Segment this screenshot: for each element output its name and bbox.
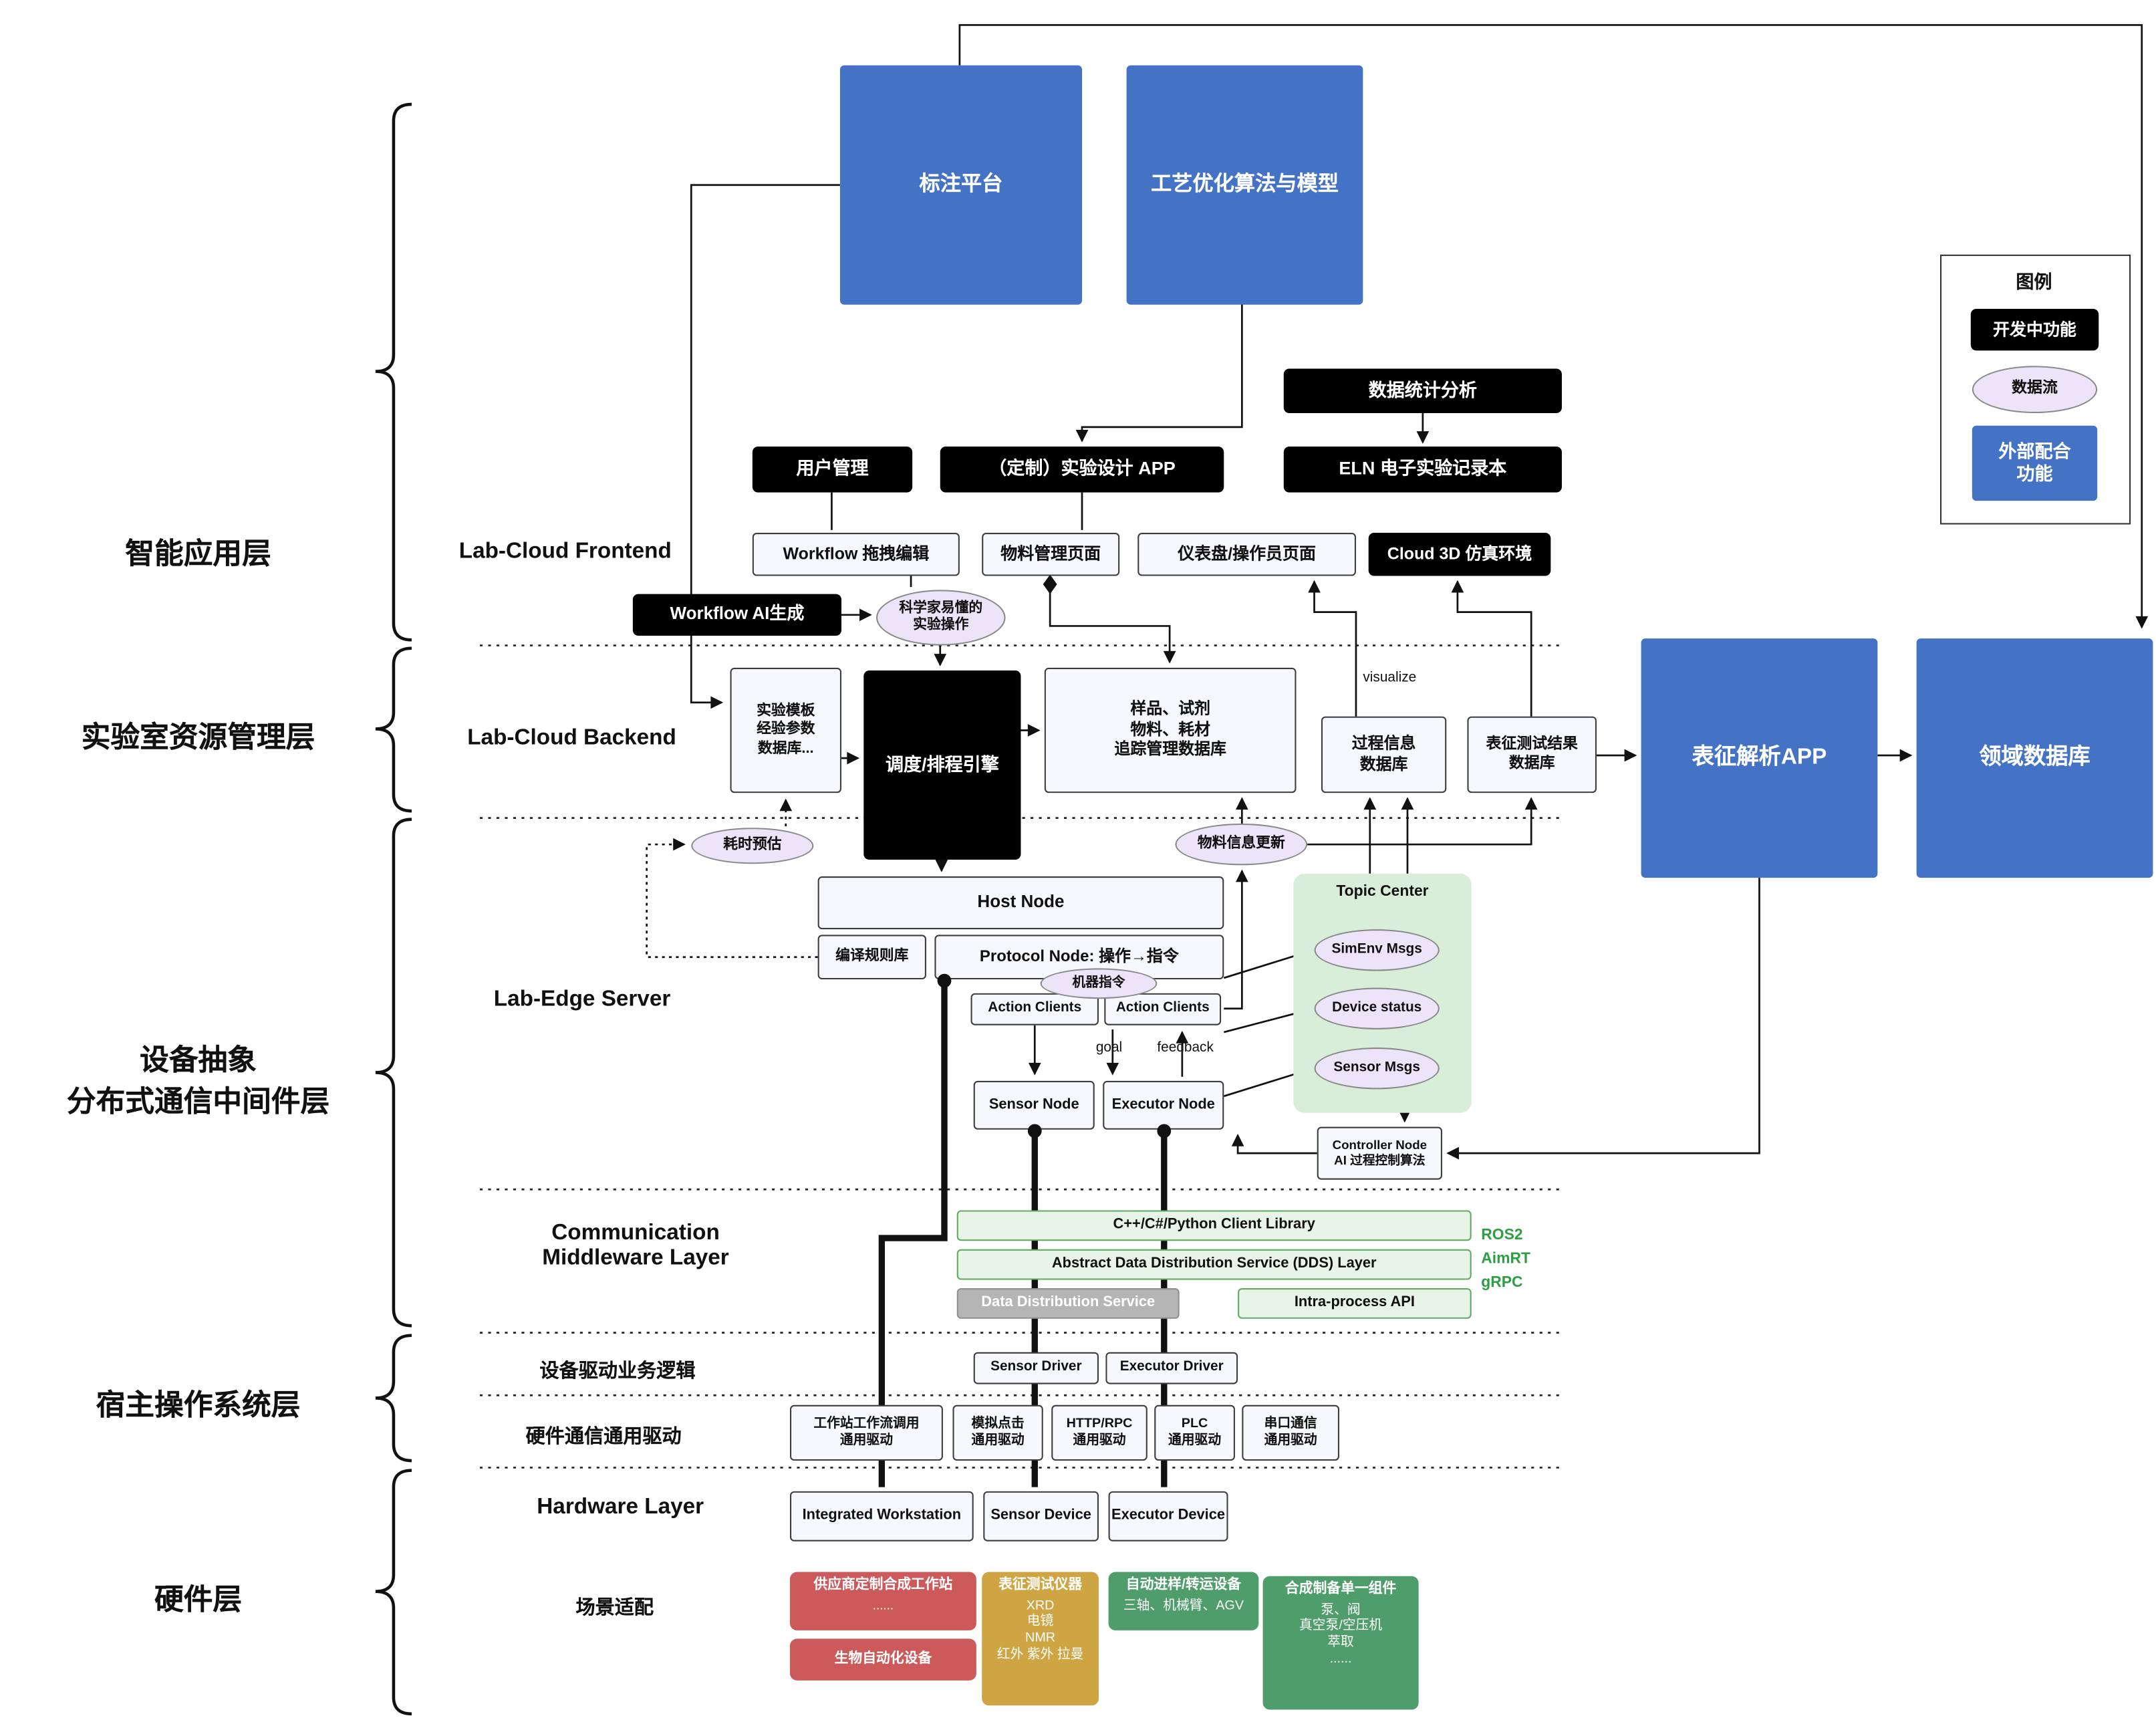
flow-sensor-msgs: Sensor Msgs (1314, 1047, 1440, 1090)
flow-machine-command: 机器指令 (1040, 968, 1158, 999)
synthesis-components-body: 泵、阀 真空泵/空压机 萃取 ...... (1299, 1602, 1383, 1667)
node-vendor-workstation: 供应商定制合成工作站 ...... (790, 1572, 976, 1630)
node-sample-tracking-db: 样品、试剂 物料、耗材 追踪管理数据库 (1044, 667, 1297, 793)
comm-stack-label: ROS2 AimRT gRPC (1481, 1227, 1531, 1292)
node-sensor-device: Sensor Device (983, 1491, 1099, 1542)
node-dashboard-page: 仪表盘/操作员页面 (1137, 533, 1356, 576)
flow-simenv-msgs: SimEnv Msgs (1314, 929, 1440, 971)
flow-arrows (690, 24, 2149, 1160)
section-label-scenario: 场景适配 (575, 1595, 654, 1618)
node-action-clients-left: Action Clients (970, 993, 1099, 1025)
legend-dev-item: 开发中功能 (1970, 308, 2099, 351)
node-action-clients-right: Action Clients (1104, 993, 1222, 1025)
node-workflow-editor: Workflow 拖拽编辑 (752, 533, 960, 576)
vendor-workstation-title: 供应商定制合成工作站 (813, 1577, 953, 1593)
layer-label-host-os: 宿主操作系统层 (96, 1389, 301, 1422)
vendor-workstation-body: ...... (872, 1598, 894, 1612)
section-label-hardware-layer: Hardware Layer (537, 1495, 704, 1519)
layer-label-resource: 实验室资源管理层 (81, 722, 315, 754)
node-dds-service: Data Distribution Service (956, 1288, 1180, 1319)
node-eln: ELN 电子实验记录本 (1283, 447, 1562, 493)
flow-time-estimate: 耗时预估 (691, 828, 814, 864)
node-sensor-driver: Sensor Driver (973, 1352, 1099, 1384)
node-process-optimization: 工艺优化算法与模型 (1126, 65, 1363, 305)
legend-flow-item: 数据流 (1972, 366, 2098, 414)
node-integrated-workstation: Integrated Workstation (790, 1491, 974, 1542)
legend-external-item: 外部配合 功能 (1972, 425, 2098, 501)
node-data-statistics: 数据统计分析 (1283, 368, 1562, 414)
section-label-frontend: Lab-Cloud Frontend (458, 539, 672, 564)
node-plc-driver: PLC 通用驱动 (1154, 1404, 1235, 1461)
node-domain-database: 领域数据库 (1916, 638, 2153, 878)
goal-label: goal (1095, 1040, 1123, 1056)
characterization-instruments-title: 表征测试仪器 (998, 1577, 1083, 1593)
node-workflow-ai: Workflow AI生成 (632, 594, 842, 636)
section-label-backend: Lab-Cloud Backend (467, 726, 676, 750)
flow-device-status: Device status (1314, 987, 1440, 1029)
node-executor-device: Executor Device (1108, 1491, 1228, 1542)
section-label-hw-driver: 硬件通信通用驱动 (525, 1424, 682, 1447)
node-executor-driver: Executor Driver (1105, 1352, 1238, 1384)
node-serial-driver: 串口通信 通用驱动 (1242, 1404, 1340, 1461)
node-host-node: Host Node (817, 876, 1224, 930)
flow-material-update: 物料信息更新 (1175, 823, 1308, 866)
node-cloud-3d-sim: Cloud 3D 仿真环境 (1368, 533, 1551, 576)
node-executor-node: Executor Node (1103, 1080, 1224, 1130)
node-bio-automation: 生物自动化设备 (790, 1638, 976, 1681)
transfer-equipment-title: 自动进样/转运设备 (1125, 1577, 1242, 1593)
node-client-library: C++/C#/Python Client Library (956, 1210, 1472, 1241)
dashed-separators (479, 644, 1565, 1469)
feedback-label: feedback (1157, 1040, 1214, 1056)
node-material-page: 物料管理页面 (982, 533, 1120, 576)
node-controller-node: Controller Node AI 过程控制算法 (1317, 1126, 1442, 1180)
layer-braces (375, 102, 412, 1716)
legend-title: 图例 (2016, 271, 2052, 293)
node-characterization-app: 表征解析APP (1641, 638, 1878, 878)
layer-label-middleware: 设备抽象 分布式通信中间件层 (66, 1044, 330, 1119)
node-synthesis-components: 合成制备单一组件 泵、阀 真空泵/空压机 萃取 ...... (1262, 1576, 1419, 1710)
node-user-management: 用户管理 (752, 447, 913, 493)
visualize-label: visualize (1363, 670, 1417, 686)
synthesis-components-title: 合成制备单一组件 (1285, 1582, 1397, 1597)
characterization-instruments-body: XRD 电镜 NMR 红外 紫外 拉曼 (996, 1598, 1084, 1663)
node-dds-abstract-layer: Abstract Data Distribution Service (DDS)… (956, 1249, 1472, 1280)
node-workstation-driver: 工作站工作流调用 通用驱动 (790, 1404, 943, 1461)
node-template-database: 实验模板 经验参数 数据库... (730, 667, 842, 793)
node-rule-library: 编译规则库 (817, 935, 926, 980)
node-characterization-result-db: 表征测试结果 数据库 (1467, 716, 1597, 793)
node-protocol-node: Protocol Node: 操作→指令 (934, 935, 1224, 980)
node-transfer-equipment: 自动进样/转运设备 三轴、机械臂、AGV (1108, 1572, 1259, 1630)
section-label-comm: Communication Middleware Layer (542, 1221, 729, 1270)
node-process-info-db: 过程信息 数据库 (1321, 716, 1447, 793)
node-intra-process-api: Intra-process API (1238, 1288, 1472, 1319)
node-annotation-platform: 标注平台 (839, 65, 1083, 305)
dotted-estimate-flow (646, 798, 818, 959)
topic-center-title: Topic Center (1336, 883, 1429, 900)
layer-label-app: 智能应用层 (125, 538, 271, 571)
transfer-equipment-body: 三轴、机械臂、AGV (1123, 1598, 1244, 1613)
node-http-rpc-driver: HTTP/RPC 通用驱动 (1051, 1404, 1148, 1461)
node-click-driver: 模拟点击 通用驱动 (952, 1404, 1043, 1461)
layer-label-hardware: 硬件层 (154, 1584, 243, 1617)
section-label-driver-logic: 设备驱动业务逻辑 (539, 1359, 696, 1382)
node-sensor-node: Sensor Node (973, 1080, 1095, 1130)
node-scheduler-engine: 调度/排程引擎 (863, 670, 1021, 860)
flow-scientist-operations: 科学家易懂的 实验操作 (876, 590, 1006, 646)
node-characterization-instruments: 表征测试仪器 XRD 电镜 NMR 红外 紫外 拉曼 (982, 1572, 1099, 1706)
node-experiment-design-app: （定制）实验设计 APP (940, 447, 1224, 493)
section-label-edge: Lab-Edge Server (493, 987, 671, 1011)
